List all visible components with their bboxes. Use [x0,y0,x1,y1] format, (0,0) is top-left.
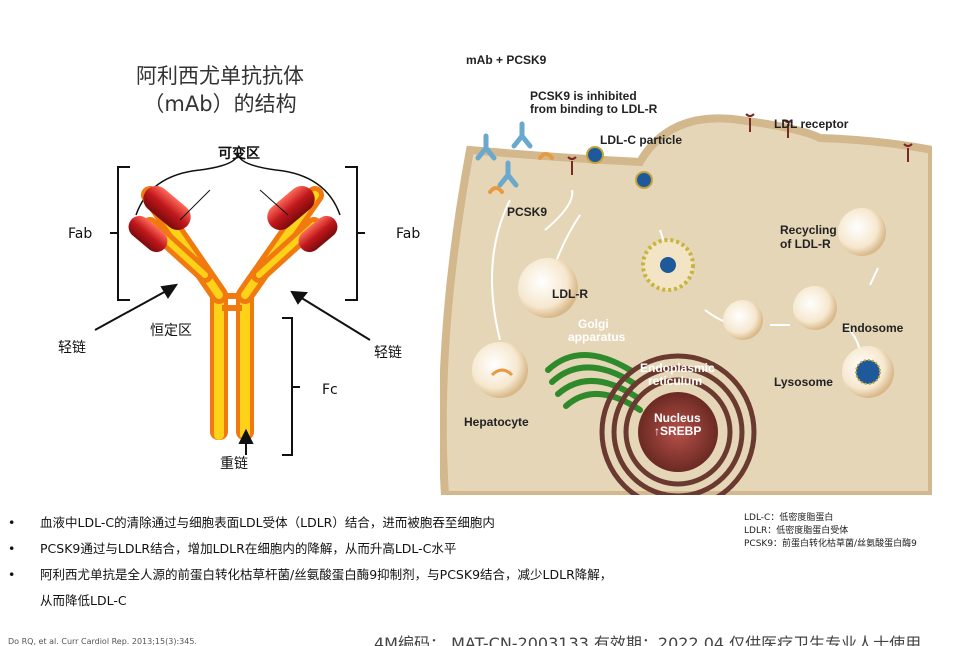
light-chain-arrows [94,283,371,341]
ldl-receptor-label: LDL receptor [774,117,849,131]
ldl-receptors [567,113,913,175]
variable-region-label: 可变区 [218,146,260,162]
fab-label-right: Fab [396,226,421,242]
reference-citation: Do RQ, et al. Curr Cardiol Rep. 2013;15(… [8,637,197,646]
heavy-chain-label: 重链 [220,456,248,472]
mab-icons [475,121,533,188]
ldlr-label: LDL-R [552,287,588,301]
antibody-title: 阿利西尤单抗抗体 （mAb）的结构 [90,62,350,118]
variable-region-brace [135,152,341,216]
hepatocyte-cell [440,114,932,495]
bullet-text: 血液中LDL-C的清除通过与细胞表面LDL受体（LDLR）结合，进而被胞吞至细胞… [40,515,495,530]
footer-code-validity: 4M编码： MAT-CN-2003133 有效期：2022.04 仅供医疗卫生专… [374,634,922,646]
lysosome-label: Lysosome [774,375,833,389]
bullet-item: • 阿利西尤单抗是全人源的前蛋白转化枯草杆菌/丝氨酸蛋白酶9抑制剂，与PCSK9… [8,562,728,588]
pcsk9-label: PCSK9 [507,205,548,219]
ldl-particles [586,146,653,189]
antibody-stem [210,290,254,440]
fc-label: Fc [322,382,338,398]
fc-bracket [282,317,300,456]
antibody-title-line2: （mAb）的结构 [143,92,297,116]
bullet-text: PCSK9通过与LDLR结合，增加LDLR在细胞内的降解，从而升高LDL-C水平 [40,541,457,556]
golgi-label-line1: Golgi [578,317,609,331]
antibody-title-line1: 阿利西尤单抗抗体 [136,64,304,88]
abbreviation-list: LDL-C：低密度脂蛋白 LDLR：低密度脂蛋白受体 PCSK9：前蛋白转化枯草… [744,512,980,551]
vesicle-hook [490,368,514,377]
fab-bracket-right [345,166,365,301]
hepatocyte-label: Hepatocyte [464,415,529,429]
abbreviation-ldlr: LDLR：低密度脂蛋白受体 [744,526,849,536]
nucleus-label: Nucleus [654,411,701,425]
light-chain-label-left: 轻链 [58,340,86,356]
lysosome-contents [855,359,881,385]
inhibited-label-line1: PCSK9 is inhibited [530,89,637,103]
abbreviation-ldlc: LDL-C：低密度脂蛋白 [744,513,834,523]
er-label-line2: reticulum [648,374,703,388]
endoplasmic-reticulum [599,353,757,495]
recycling-label-line1: Recycling [780,223,837,237]
fab-bracket-left [110,166,130,301]
pcsk9-pathway-diagram [440,113,932,495]
bullet-dot: • [8,567,16,582]
constant-region-label: 恒定区 [150,323,192,339]
golgi-label-line2: apparatus [568,330,626,344]
bullet-list: • 血液中LDL-C的清除通过与细胞表面LDL受体（LDLR）结合，进而被胞吞至… [8,510,728,614]
heavy-chain-arrow [238,428,254,455]
bullet-item-continuation: 从而降低LDL-C [8,588,728,614]
variable-domains [128,186,338,253]
antibody-structure-diagram [94,152,371,456]
light-chain-label-right: 轻链 [374,345,402,361]
pcsk9-icons [488,152,554,194]
nucleus [638,392,718,472]
fab-label-left: Fab [68,226,93,242]
bullet-item: • PCSK9通过与LDLR结合，增加LDLR在细胞内的降解，从而升高LDL-C… [8,536,728,562]
ldl-particle-label: LDL-C particle [600,133,683,147]
mab-pcsk9-label: mAb + PCSK9 [466,53,547,67]
abbreviation-pcsk9: PCSK9：前蛋白转化枯草菌/丝氨酸蛋白酶9 [744,539,917,549]
er-label-line1: Endoplasmic [640,361,715,375]
bullet-dot: • [8,541,16,556]
bullet-text: 从而降低LDL-C [40,593,127,608]
endosome-label: Endosome [842,321,904,335]
inhibited-label-line2: from binding to LDL-R [530,102,658,116]
recycling-label-line2: of LDL-R [780,237,831,251]
bullet-dot: • [8,515,16,530]
srebp-label: ↑SREBP [654,424,702,438]
bullet-text: 阿利西尤单抗是全人源的前蛋白转化枯草杆菌/丝氨酸蛋白酶9抑制剂，与PCSK9结合… [40,567,613,582]
bullet-item: • 血液中LDL-C的清除通过与细胞表面LDL受体（LDLR）结合，进而被胞吞至… [8,510,728,536]
